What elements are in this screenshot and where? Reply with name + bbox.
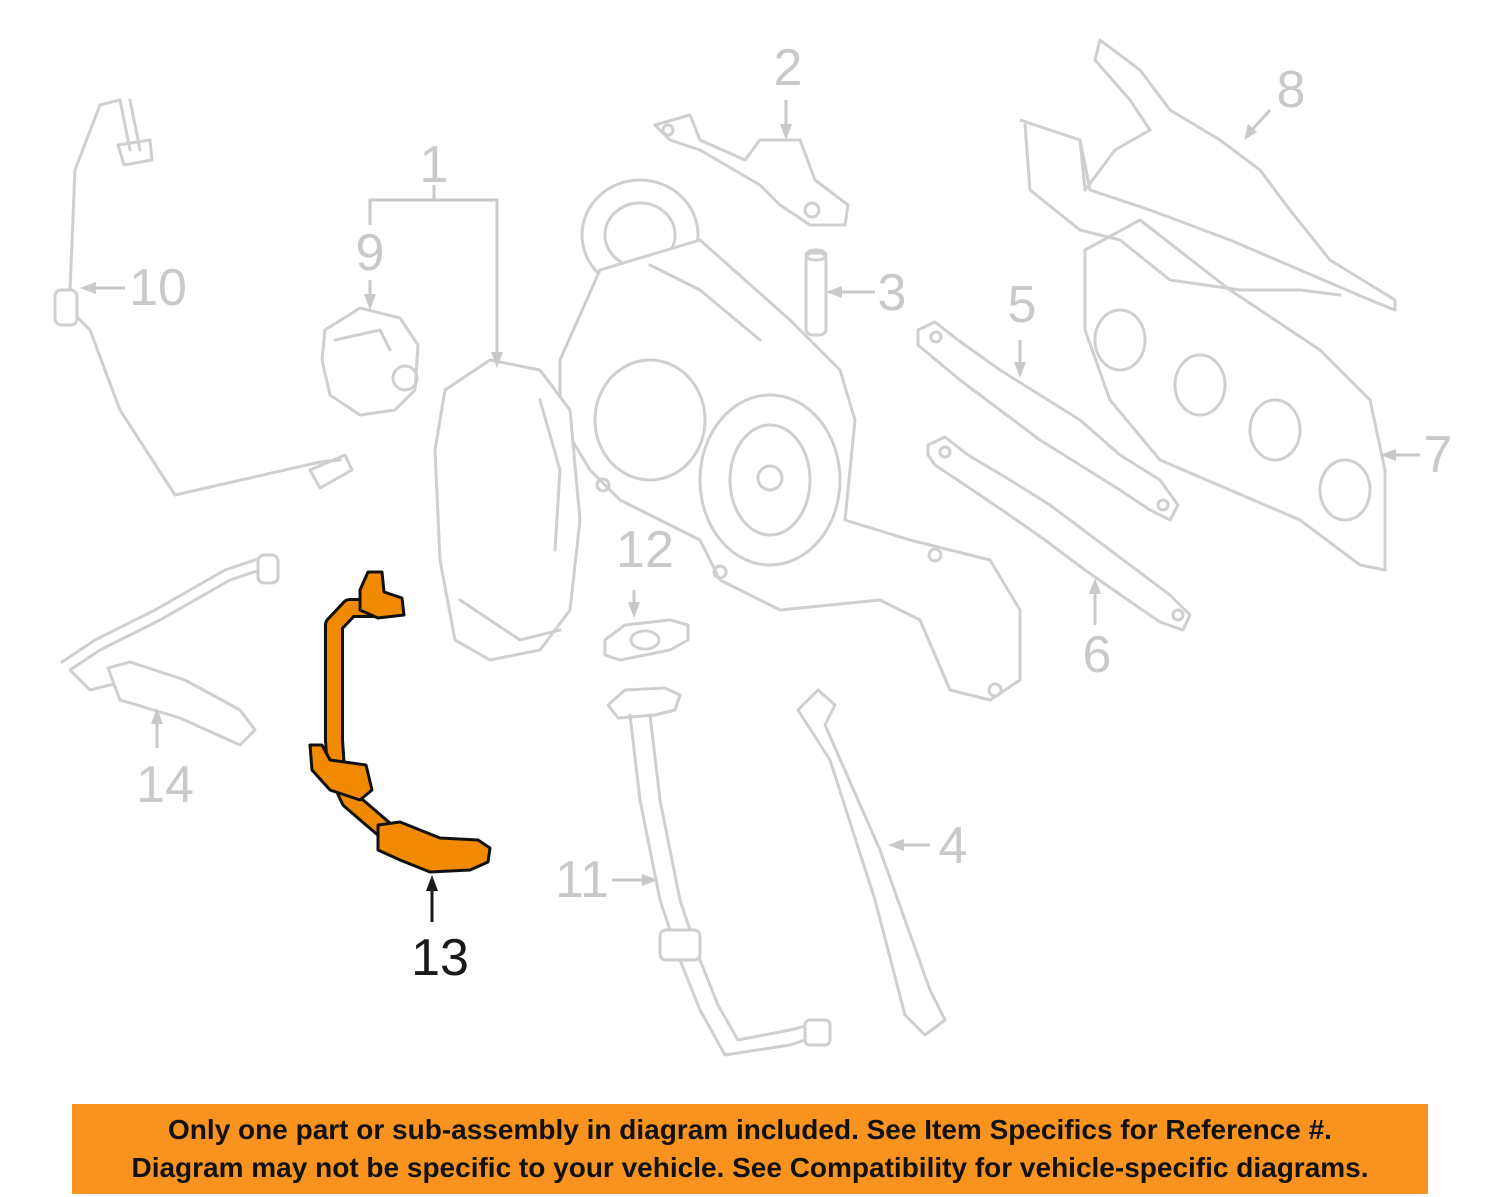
callout-13: 13 bbox=[411, 929, 469, 987]
callout-11: 11 bbox=[555, 851, 609, 909]
part-3-stud bbox=[804, 248, 828, 337]
callout-4: 4 bbox=[939, 817, 968, 875]
disclaimer-line-2: Diagram may not be specific to your vehi… bbox=[131, 1152, 1369, 1183]
part-6-gasket bbox=[926, 435, 1192, 632]
callout-12: 12 bbox=[616, 521, 674, 579]
callout-8: 8 bbox=[1277, 61, 1306, 119]
part-9-actuator bbox=[320, 306, 420, 417]
part-5-gasket bbox=[916, 320, 1180, 522]
callout-10: 10 bbox=[129, 259, 187, 317]
leader-lines bbox=[80, 100, 1420, 922]
callout-5: 5 bbox=[1008, 276, 1037, 334]
part-4-bracket-rod bbox=[796, 688, 947, 1037]
part-12-gasket bbox=[603, 618, 690, 662]
part-7-manifold-gasket bbox=[1083, 218, 1387, 572]
disclaimer-line-1: Only one part or sub-assembly in diagram… bbox=[168, 1114, 1332, 1145]
callout-3: 3 bbox=[878, 264, 907, 322]
part-8-heat-shield bbox=[1019, 38, 1397, 312]
callout-14: 14 bbox=[136, 756, 194, 814]
part-2-bracket bbox=[653, 113, 850, 227]
part-11-oil-line bbox=[606, 686, 832, 1057]
callout-labels: 1 2 3 4 5 6 7 8 9 10 11 12 13 14 bbox=[129, 39, 1452, 987]
part-13-highlighted-pipe bbox=[308, 570, 492, 874]
callout-7: 7 bbox=[1424, 426, 1453, 484]
callout-6: 6 bbox=[1083, 626, 1112, 684]
callout-9: 9 bbox=[356, 224, 385, 282]
part-1-turbocharger bbox=[433, 178, 1022, 702]
callout-2: 2 bbox=[774, 39, 803, 97]
part-10-oil-line bbox=[53, 98, 354, 497]
callout-1: 1 bbox=[420, 136, 449, 194]
part-14-hose bbox=[60, 553, 280, 747]
disclaimer-banner: Only one part or sub-assembly in diagram… bbox=[72, 1104, 1428, 1194]
